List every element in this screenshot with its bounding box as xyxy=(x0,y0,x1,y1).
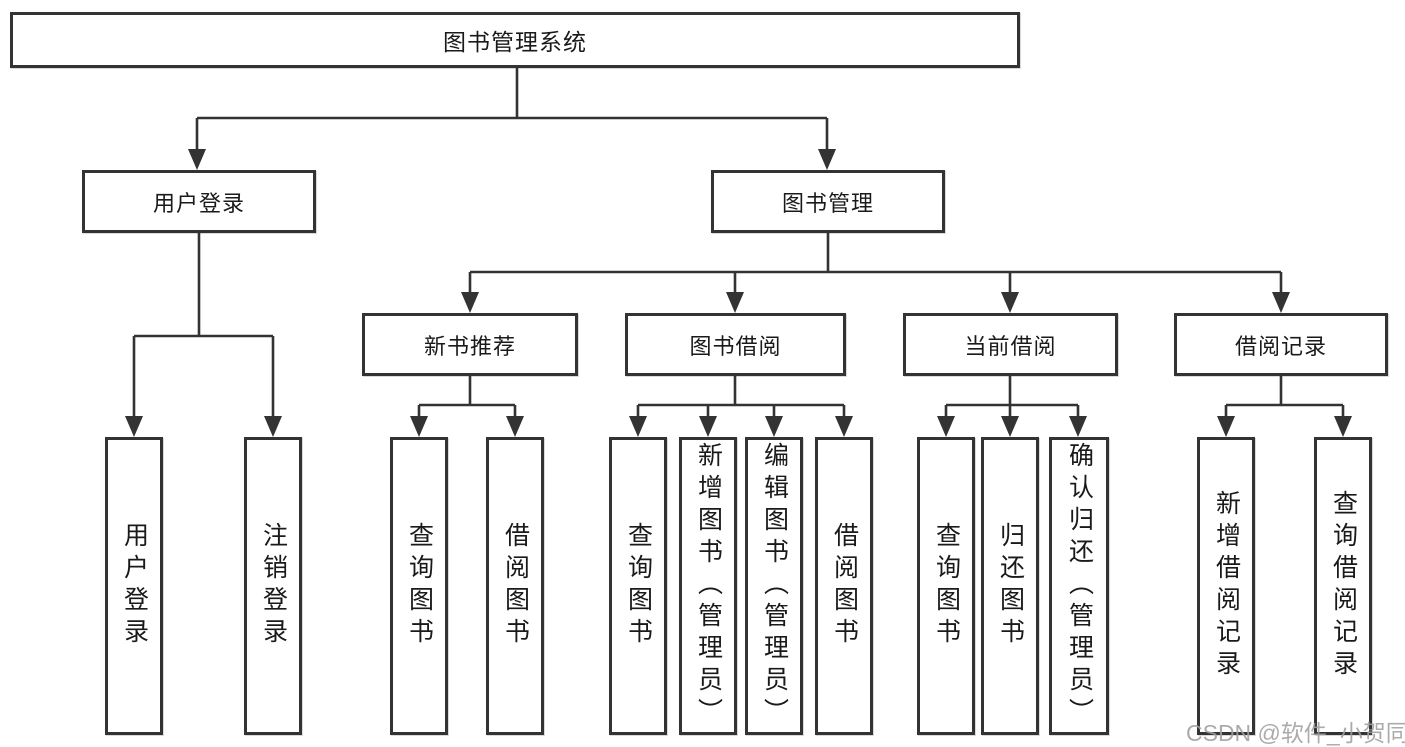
leaf-label: 借阅图书 xyxy=(830,522,859,650)
leaf-label: 新增图书（管理员） xyxy=(694,442,723,730)
node-book-borrow: 图书借阅 xyxy=(625,313,846,376)
leaf-label: 查询图书 xyxy=(624,522,653,650)
leaf-label: 确认归还（管理员） xyxy=(1065,442,1094,730)
node-label: 当前借阅 xyxy=(964,333,1057,359)
leaf-label: 借阅图书 xyxy=(501,522,530,650)
leaf-confirm-return-admin: 确认归还（管理员） xyxy=(1049,437,1109,735)
node-label: 图书借阅 xyxy=(689,333,782,359)
leaf-add-books-admin: 新增图书（管理员） xyxy=(679,437,737,735)
leaf-logout: 注销登录 xyxy=(244,437,302,735)
node-user-login: 用户登录 xyxy=(82,170,316,233)
leaf-label: 查询图书 xyxy=(932,522,961,650)
node-label: 图书管理系统 xyxy=(443,29,587,55)
leaf-label: 编辑图书（管理员） xyxy=(760,442,789,730)
csdn-watermark: CSDN @软件_小贺同学 xyxy=(1186,720,1405,746)
leaf-query-books-borrow: 查询图书 xyxy=(609,437,667,735)
node-label: 新书推荐 xyxy=(423,333,516,359)
leaf-label: 用户登录 xyxy=(120,522,149,650)
node-label: 借阅记录 xyxy=(1234,333,1327,359)
leaf-user-login: 用户登录 xyxy=(105,437,163,735)
leaf-label: 归还图书 xyxy=(996,522,1025,650)
node-book-management: 图书管理 xyxy=(711,170,945,233)
leaf-label: 注销登录 xyxy=(259,522,288,650)
node-library-system: 图书管理系统 xyxy=(10,12,1020,68)
leaf-add-borrow-record: 新增借阅记录 xyxy=(1197,437,1255,735)
leaf-edit-books-admin: 编辑图书（管理员） xyxy=(745,437,803,735)
leaf-label: 查询借阅记录 xyxy=(1329,490,1358,682)
leaf-borrow-books: 借阅图书 xyxy=(815,437,873,735)
leaf-label: 查询图书 xyxy=(405,522,434,650)
leaf-label: 新增借阅记录 xyxy=(1212,490,1241,682)
leaf-query-books-current: 查询图书 xyxy=(917,437,975,735)
leaf-borrow-books-recommend: 借阅图书 xyxy=(486,437,544,735)
node-borrow-records: 借阅记录 xyxy=(1174,313,1388,376)
node-label: 图书管理 xyxy=(781,190,874,216)
node-current-borrow: 当前借阅 xyxy=(903,313,1118,376)
leaf-query-books-recommend: 查询图书 xyxy=(390,437,448,735)
node-label: 用户登录 xyxy=(152,190,245,216)
leaf-query-borrow-record: 查询借阅记录 xyxy=(1314,437,1372,735)
leaf-return-books: 归还图书 xyxy=(981,437,1039,735)
node-new-book-recommend: 新书推荐 xyxy=(362,313,578,376)
